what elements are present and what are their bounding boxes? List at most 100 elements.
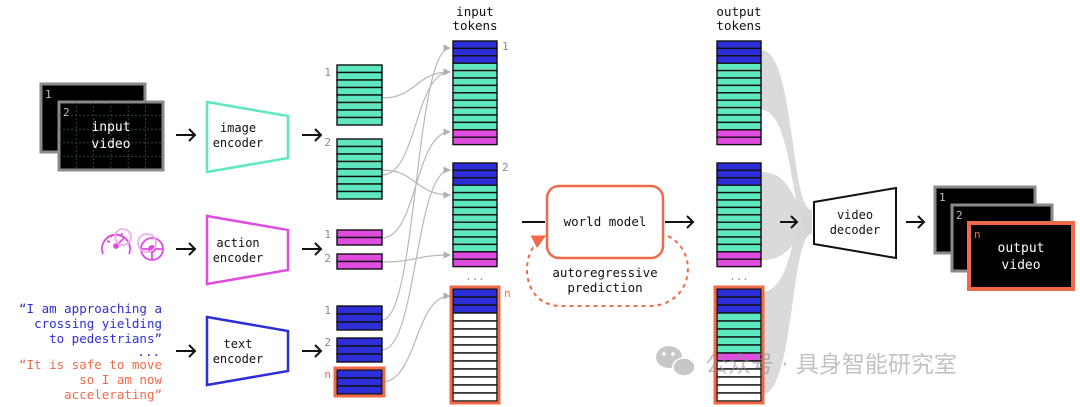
token-stripe bbox=[716, 296, 762, 306]
token-stripe bbox=[716, 384, 762, 394]
input-tokens-ellipsis: ... bbox=[465, 270, 485, 283]
steering-wheel-icon bbox=[137, 233, 164, 261]
world-model-label: world model bbox=[564, 214, 647, 229]
token-stripe bbox=[452, 243, 498, 253]
token-stripe bbox=[336, 168, 383, 178]
image-encoder-label-2: encoder bbox=[213, 136, 264, 150]
token-stripe bbox=[716, 99, 762, 109]
action-encoder-label-2: encoder bbox=[213, 251, 264, 265]
token-routing-lines bbox=[381, 44, 451, 383]
arrow-text-encoder-out bbox=[302, 344, 323, 358]
token-stripe bbox=[452, 47, 498, 57]
output-tokens-label-2: tokens bbox=[716, 18, 761, 33]
token-stripe bbox=[452, 344, 498, 354]
routing-line bbox=[381, 68, 451, 176]
token-stripe bbox=[716, 62, 762, 72]
token-stripe bbox=[716, 312, 762, 322]
input-tokens-frame-2 bbox=[452, 162, 498, 268]
arrow-action-to-encoder bbox=[176, 242, 197, 256]
token-stripe bbox=[716, 177, 762, 186]
token-stripe bbox=[452, 40, 498, 50]
action-encoder-shape bbox=[205, 214, 290, 286]
action-encoder: action encoder bbox=[205, 214, 290, 286]
token-stripe bbox=[336, 190, 383, 200]
video-decoder-label-2: decoder bbox=[830, 223, 881, 237]
token-stripe bbox=[336, 86, 383, 96]
input-video-label-2: video bbox=[91, 137, 130, 152]
token-stripe bbox=[336, 313, 383, 323]
token-stripe bbox=[336, 138, 383, 148]
text-encoder: text encoder bbox=[205, 315, 290, 387]
ribbon bbox=[761, 210, 812, 395]
text-tokens-frame-n-highlight bbox=[333, 366, 386, 398]
input-video-stack: 1 2 input video bbox=[39, 82, 165, 172]
text-token-number-2: 2 bbox=[324, 336, 331, 349]
text-encoder-label-2: encoder bbox=[213, 352, 264, 366]
arrow-to-video-decoder bbox=[780, 215, 799, 229]
token-stripe bbox=[336, 305, 383, 315]
token-stripe bbox=[716, 191, 762, 201]
token-stripe bbox=[716, 47, 762, 57]
token-stripe bbox=[452, 384, 498, 394]
output-video-label-1: output bbox=[998, 241, 1045, 256]
action-tokens-frame-1 bbox=[336, 229, 383, 246]
world-model: world model autoregressive prediction bbox=[526, 184, 689, 307]
video-decoder-shape bbox=[813, 186, 897, 260]
token-stripe bbox=[716, 243, 762, 253]
token-column-labels: input tokens output tokens 1 2 n ... ... bbox=[452, 4, 761, 300]
token-stripe bbox=[716, 336, 762, 346]
output-frame-2-number: 2 bbox=[956, 209, 963, 222]
token-stripe bbox=[452, 69, 498, 79]
arrow-image-encoder-out bbox=[302, 128, 323, 142]
token-stripe bbox=[452, 114, 498, 124]
token-stripe bbox=[452, 228, 498, 238]
token-stripe bbox=[716, 228, 762, 238]
token-stripe bbox=[716, 288, 762, 298]
token-stripe bbox=[452, 136, 498, 146]
action-token-number-2: 2 bbox=[324, 252, 331, 265]
token-stripe bbox=[452, 177, 498, 186]
token-stripe bbox=[716, 169, 762, 179]
token-stripe bbox=[716, 69, 762, 79]
token-stripe bbox=[336, 229, 383, 239]
token-stripe bbox=[452, 328, 498, 338]
input-tokens-label-1: input bbox=[456, 4, 494, 19]
token-stripe bbox=[452, 206, 498, 216]
token-stripe bbox=[336, 345, 383, 355]
token-stripe bbox=[452, 169, 498, 179]
token-stripe bbox=[336, 321, 383, 331]
image-token-number-1: 1 bbox=[324, 66, 331, 79]
token-stripe bbox=[716, 236, 762, 246]
input-tokens-frame-1 bbox=[452, 40, 498, 146]
token-stripe bbox=[716, 40, 762, 50]
token-stripe bbox=[716, 376, 762, 386]
token-stripe bbox=[452, 376, 498, 386]
input-frame-1-number: 1 bbox=[45, 88, 52, 101]
token-stripe bbox=[336, 183, 383, 193]
token-stripe bbox=[716, 84, 762, 94]
routing-line bbox=[381, 44, 451, 321]
encoder-token-numbers: 1 2 1 2 1 2 n bbox=[324, 66, 331, 381]
token-stripe bbox=[452, 352, 498, 362]
action-token-number-1: 1 bbox=[324, 228, 331, 241]
token-stripe bbox=[716, 114, 762, 124]
token-stripe bbox=[716, 129, 762, 138]
token-stripe bbox=[452, 258, 498, 268]
routing-line bbox=[381, 292, 451, 383]
token-stripe bbox=[452, 62, 498, 72]
action-encoder-label-1: action bbox=[216, 236, 259, 250]
output-frame-n bbox=[967, 221, 1075, 291]
action-icons bbox=[101, 228, 164, 261]
output-frame-n-number: n bbox=[974, 228, 981, 241]
text-token-number-n: n bbox=[324, 368, 331, 381]
input-tokens-frame-n bbox=[449, 285, 501, 405]
token-stripe bbox=[336, 175, 383, 185]
token-stripe bbox=[452, 129, 498, 138]
token-stripe bbox=[336, 64, 383, 74]
input-tokens-number-1: 1 bbox=[502, 40, 509, 53]
image-encoder: image encoder bbox=[205, 100, 290, 174]
video-decoder: video decoder bbox=[813, 186, 897, 260]
token-stripe bbox=[452, 221, 498, 231]
token-stripe bbox=[336, 94, 383, 104]
